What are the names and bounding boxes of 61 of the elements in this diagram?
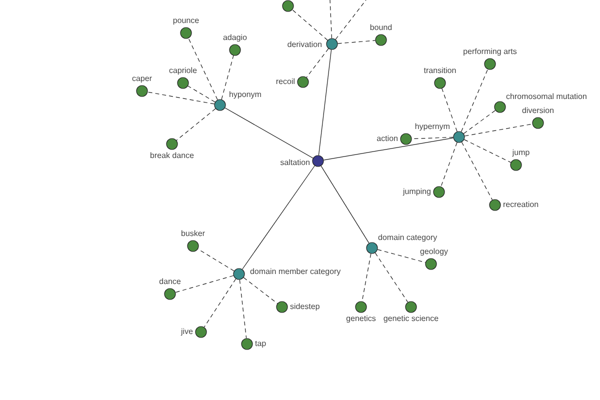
node-label: adagio <box>223 34 247 42</box>
dashed-line <box>243 277 278 304</box>
dashed-line <box>292 10 328 40</box>
node-label: jive <box>180 328 193 336</box>
node-label: hyponym <box>230 91 261 99</box>
node-label: derivation <box>288 41 322 48</box>
dashed-line <box>460 69 488 132</box>
node-label: domain category <box>378 234 438 242</box>
node-label: hypernym <box>415 123 450 131</box>
dashed-line <box>204 278 236 328</box>
dashed-line <box>412 136 454 140</box>
node-label: genetics <box>346 315 376 323</box>
node-label: break dance <box>150 152 194 158</box>
node-label: sidestep <box>290 303 320 311</box>
dashed-line <box>198 248 234 272</box>
dashed-line <box>463 110 496 134</box>
dashed-line <box>188 86 216 102</box>
node-label: domain member category <box>250 268 341 276</box>
line <box>323 138 454 160</box>
line <box>224 108 314 158</box>
node-label: geology <box>420 248 448 256</box>
node-label: recoil <box>276 78 294 84</box>
dot <box>282 0 294 12</box>
node-label: busker <box>182 230 205 236</box>
node-label: chromosomal mutation <box>506 93 586 100</box>
node-label: genetic science <box>384 315 438 323</box>
node-label: recreation <box>504 201 538 208</box>
dashed-line <box>464 124 533 136</box>
node-label: jump <box>512 149 530 157</box>
dashed-line <box>306 48 329 78</box>
node-label: transition <box>424 67 456 74</box>
node-label: performing arts <box>464 48 517 56</box>
dashed-line <box>374 252 408 302</box>
node-label: saltation <box>280 159 310 166</box>
dashed-line <box>377 249 426 263</box>
node-label: diversion <box>522 107 554 114</box>
line <box>318 49 332 156</box>
dashed-line <box>337 40 376 44</box>
dashed-line <box>461 142 493 200</box>
line <box>242 165 315 270</box>
node-label: bound <box>370 24 392 30</box>
dashed-line <box>175 275 234 293</box>
node-label: capriole <box>169 67 197 75</box>
dashed-line <box>442 88 458 132</box>
dashed-line <box>221 55 234 100</box>
dashed-line <box>239 279 247 339</box>
node-label: pounce <box>173 18 199 25</box>
dashed-line <box>176 108 216 141</box>
dashed-line <box>335 0 366 40</box>
dashed-line <box>464 139 512 163</box>
node-label: caper <box>132 76 152 83</box>
node-label: jumping <box>402 188 430 196</box>
dashed-line <box>362 253 372 302</box>
node-label: dance <box>159 278 181 284</box>
dashed-line <box>188 38 218 100</box>
dashed-line <box>440 142 458 187</box>
dashed-line <box>330 0 332 38</box>
line <box>320 166 370 244</box>
node-label: action <box>377 135 398 142</box>
dashed-line <box>147 92 215 104</box>
node-label: tap <box>255 340 266 348</box>
